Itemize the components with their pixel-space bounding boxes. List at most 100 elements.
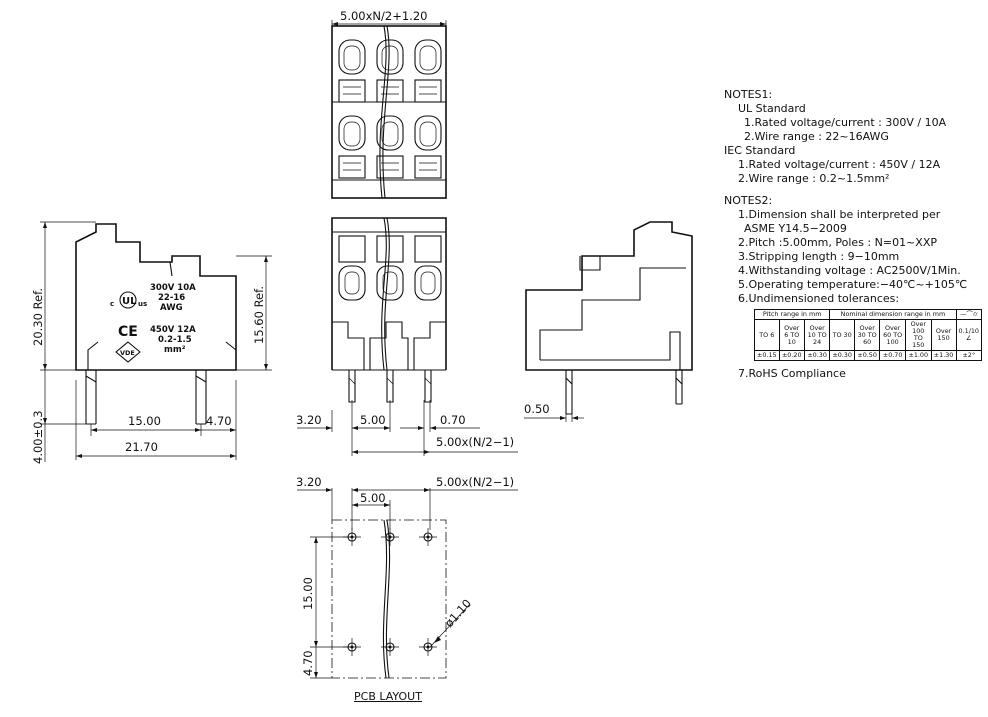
solder-pin [424,370,432,403]
vde-mark: VDE [115,341,141,363]
front-wire-entry [376,265,404,301]
tolerance-value-cell: ±0.15 [754,350,780,361]
ul-item-2: 2.Wire range : 22~16AWG [744,130,889,143]
back-view: 0.50 [524,221,693,422]
notes-panel: NOTES1: UL Standard 1.Rated voltage/curr… [724,88,983,381]
front-span-dim: 5.00x(N/2−1) [436,435,514,449]
ul-mark-us: us [138,300,147,308]
front-release-button [376,235,404,263]
tolerance-value-cell: ±1.30 [930,350,957,361]
pcb-offset-dim: 4.70 [301,650,315,676]
tolerance-value-cell: ±0.20 [778,350,805,361]
top-view: 5.00xN/2+1.20 [331,9,447,199]
wire-entry-slot [376,115,404,151]
release-button [338,155,366,179]
release-button [376,155,404,179]
back-pin-dim: 0.50 [524,402,550,416]
angle-tolerance-cell: ±2° [955,350,983,361]
tolerance-table: Pitch range in mm Nominal dimension rang… [753,309,983,361]
pcb-hole-dim: ø1.10 [442,596,474,630]
wire-entry-inner [343,121,361,147]
angle-symbol: ∠ [965,334,972,342]
flatness-value: 0.1/10 [958,327,979,335]
svg-text:VDE: VDE [120,349,135,357]
ul-listing-mark: UL [119,291,137,309]
iec-standard-title: IEC Standard [724,144,796,157]
release-button [338,79,366,103]
tolerance-value-cell: ±0.70 [879,350,906,361]
front-wire-entry [338,265,366,301]
side-pin-span: 15.00 [128,414,161,428]
tolerance-range-cell: Over 60 TO 100 [879,319,906,351]
iec-unit: mm² [164,345,186,355]
flatness-cell: 0.1/10∠ [955,319,983,351]
front-edge-dim: 3.20 [296,413,322,427]
iec-range: 0.2-1.5 [158,335,192,345]
ul-standard-title: UL Standard [738,102,806,115]
notes2-item-2: 2.Pitch :5.00mm, Poles : N=01~XXP [738,236,937,249]
pitch-range-header: Pitch range in mm [753,309,831,320]
side-view: 20.30 Ref. 15.60 Ref. 4.00±0.3 15.00 4.7… [31,221,272,464]
notes2-item-5: 5.Operating temperature:−40℃~+105℃ [738,278,968,291]
notes1-title: NOTES1: [724,88,773,101]
notes2-item-6: 6.Undimensioned tolerances: [738,292,900,305]
wire-entry-slot [414,115,442,151]
ce-mark: CE [118,324,138,340]
wire-entry-inner [343,45,361,71]
tolerance-range-cell: Over 6 TO 10 [778,319,805,351]
svg-text:UL: UL [122,296,137,307]
tolerance-range-cell: Over 30 TO 60 [853,319,881,351]
tolerance-value-cell: ±0.30 [803,350,831,361]
wire-entry-inner [381,45,399,71]
symbol-header: —⌒⌭ [955,309,983,320]
release-button [414,79,442,103]
iec-item-1: 1.Rated voltage/current : 450V / 12A [738,158,941,171]
side-pin-offset: 4.70 [206,414,232,428]
nominal-range-header: Nominal dimension range in mm [829,309,957,320]
tolerance-value-cell: ±1.00 [904,350,932,361]
wire-entry-inner [381,121,399,147]
iec-item-2: 2.Wire range : 0.2~1.5mm² [738,172,890,185]
wire-entry-slot [414,39,442,75]
front-pitch-dim: 5.00 [360,413,386,427]
solder-pin [348,370,356,403]
front-wire-entry [414,265,442,301]
top-width-dim: 5.00xN/2+1.20 [340,9,427,23]
side-height-total: 20.30 Ref. [31,288,45,346]
tolerance-range-cell: Over 10 TO 24 [803,319,831,351]
front-release-button [414,235,442,263]
notes2-item-4: 4.Withstanding voltage : AC2500V/1Min. [738,264,961,277]
notes2-item-1b: ASME Y14.5−2009 [744,222,847,235]
ul-awg: 22-16 [158,293,185,303]
tolerance-value-cell: ±0.50 [853,350,881,361]
notes2-item-1: 1.Dimension shall be interpreted per [738,208,941,221]
release-button [376,79,404,103]
tolerance-range-cell: Over 100 TO 150 [904,319,932,351]
wire-entry-slot [338,115,366,151]
ul-mark-c: c [110,300,114,308]
wire-entry-slot [338,39,366,75]
tolerance-range-cell: Over 150 [930,319,957,351]
pcb-layout-title: PCB LAYOUT [354,690,422,703]
solder-pin [386,370,394,403]
pcb-pin-span: 15.00 [301,577,315,610]
tolerance-values-row: ±0.15±0.20±0.30±0.30±0.50±0.70±1.00±1.30… [754,350,983,361]
pcb-edge-dim: 3.20 [296,475,322,489]
pcb-layout: 3.20 5.00x(N/2−1) 5.00 15.00 4.70 ø1.10 [296,475,518,679]
tolerance-range-cell: TO 30 [829,319,855,351]
front-pin-width: 0.70 [440,413,466,427]
pin-length-dim: 4.00±0.3 [31,410,45,464]
wire-entry-slot [376,39,404,75]
tolerance-range-cell: TO 6 [754,319,780,351]
notes2-item-7: 7.RoHS Compliance [738,367,846,380]
ul-item-1: 1.Rated voltage/current : 300V / 10A [744,116,947,129]
notes2-item-3: 3.Stripping length : 9−10mm [738,250,900,263]
release-button [414,155,442,179]
wire-entry-inner [419,121,437,147]
pcb-pitch-dim: 5.00 [360,491,386,505]
wire-entry-inner [419,45,437,71]
notes2-title: NOTES2: [724,194,773,207]
side-overall-dim: 21.70 [125,440,158,454]
